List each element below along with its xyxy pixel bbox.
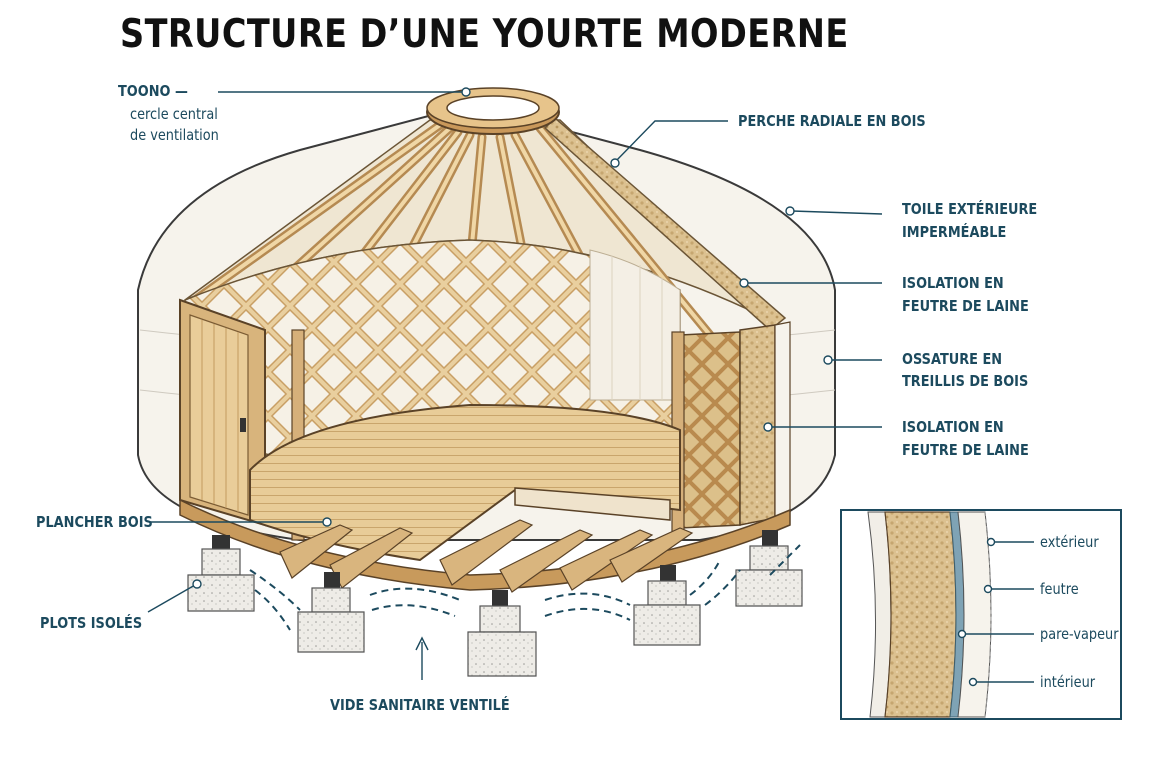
airflow-arrows xyxy=(249,544,801,631)
inset-layer-pare-vapeur: pare-vapeur xyxy=(1040,625,1119,643)
label-isolation-b-line2: FEUTRE DE LAINE xyxy=(902,441,1029,459)
label-toono-sub1: cercle central xyxy=(130,105,218,123)
inset-layer-exterieur: extérieur xyxy=(1040,533,1099,551)
door xyxy=(179,298,266,527)
piers xyxy=(187,530,803,677)
label-plots: PLOTS ISOLÉS xyxy=(40,614,143,632)
page-title: STRUCTURE D’UNE YOURTE MODERNE xyxy=(120,12,849,57)
label-ossature-line1: OSSATURE EN xyxy=(902,350,1003,368)
leader-lines xyxy=(147,87,883,680)
label-plancher: PLANCHER BOIS xyxy=(36,513,153,531)
label-isolation-a-line1: ISOLATION EN xyxy=(902,274,1004,292)
label-toile-line1: TOILE EXTÉRIEURE xyxy=(902,200,1038,218)
wall-section-lattice xyxy=(679,331,741,529)
inset-layer-feutre: feutre xyxy=(1040,580,1079,598)
toono-crown xyxy=(426,87,560,135)
label-vide-sanitaire: VIDE SANITAIRE VENTILÉ xyxy=(330,696,510,714)
wall-layers-inset xyxy=(840,509,1122,720)
label-isolation-a-line2: FEUTRE DE LAINE xyxy=(902,297,1029,315)
joists xyxy=(279,519,694,593)
label-isolation-b-line1: ISOLATION EN xyxy=(902,418,1004,436)
label-ossature-line2: TREILLIS DE BOIS xyxy=(902,372,1029,390)
label-perche: PERCHE RADIALE EN BOIS xyxy=(738,112,926,130)
inset-layer-interieur: intérieur xyxy=(1040,673,1096,691)
label-toile-line2: IMPERMÉABLE xyxy=(902,223,1007,241)
label-toono-sub2: de ventilation xyxy=(130,126,219,144)
label-toono-title: TOONO — xyxy=(118,82,188,100)
